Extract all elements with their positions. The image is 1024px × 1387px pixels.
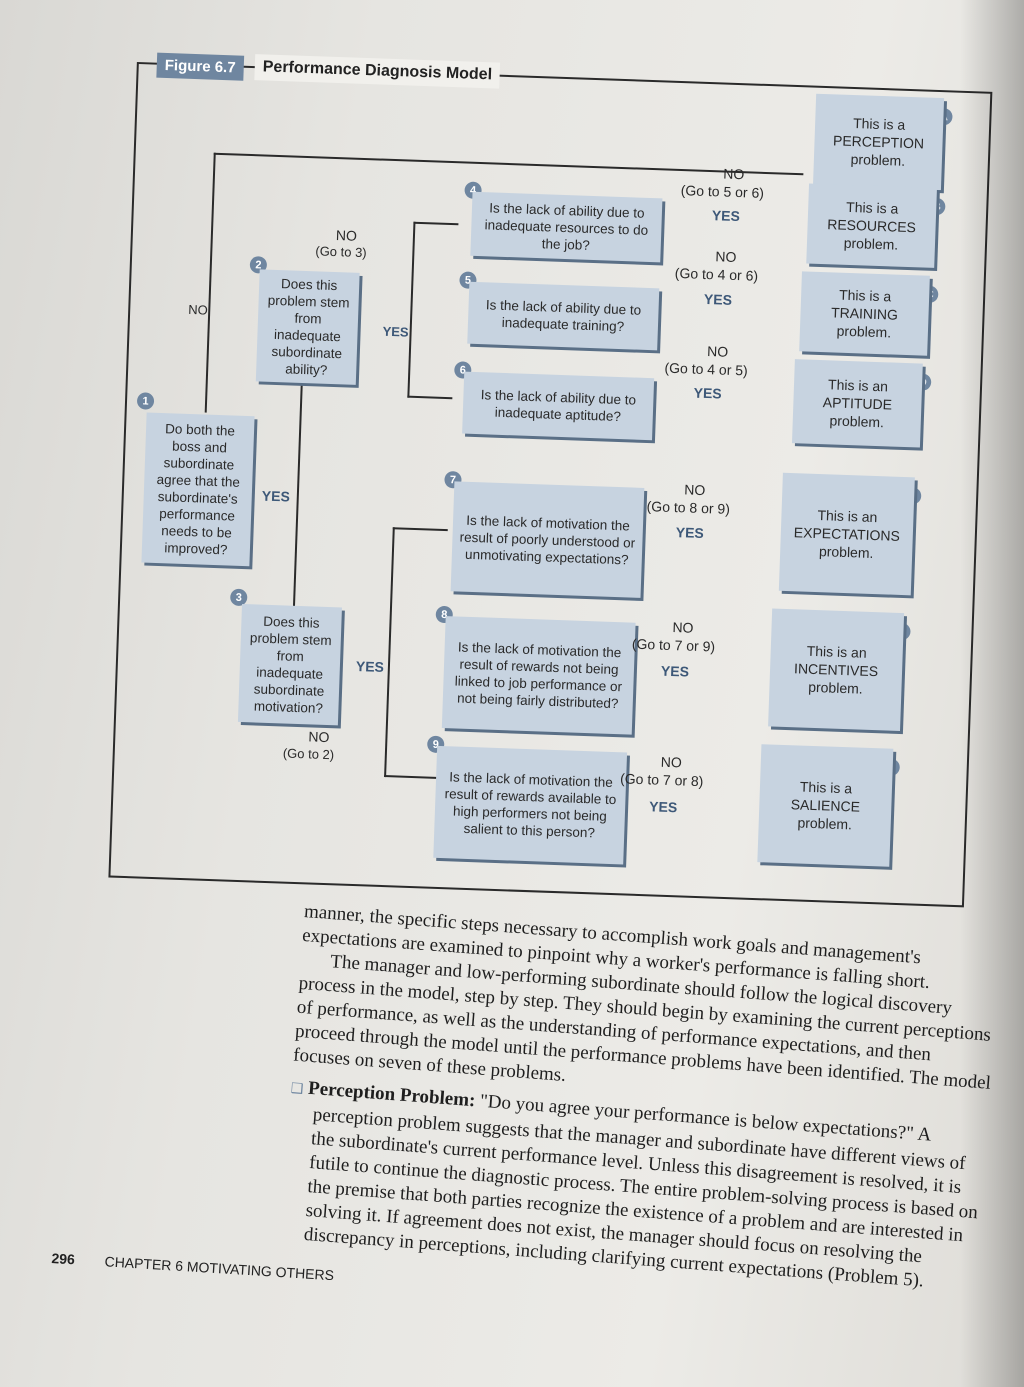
label-go-to-7-or-9: (Go to 7 or 9) xyxy=(631,635,716,655)
question-box-8: Is the lack of motivation the result of … xyxy=(441,616,636,735)
question-box-2: Does this problem stem from inadequate s… xyxy=(255,269,360,385)
result-box-salience: This is a SALIENCE problem. xyxy=(757,744,894,867)
bullet-text: "Do you agree your performance is below … xyxy=(303,1090,979,1292)
label-go-to-4-or-6: (Go to 4 or 6) xyxy=(674,264,759,284)
label-no: NO xyxy=(335,227,358,244)
label-yes: YES xyxy=(693,384,722,402)
label-yes: YES xyxy=(355,657,385,675)
label-go-to-8-or-9: (Go to 8 or 9) xyxy=(646,498,731,517)
result-box-aptitude: This is an APTITUDE problem. xyxy=(791,359,923,448)
question-box-4: Is the lack of ability due to inadequate… xyxy=(470,191,663,263)
question-box-3: Does this problem stem from inadequate s… xyxy=(237,603,342,726)
question-box-6: Is the lack of ability due to inadequate… xyxy=(462,371,655,441)
label-go-to-5-or-6: (Go to 5 or 6) xyxy=(680,182,765,201)
body-text: manner, the specific steps necessary to … xyxy=(279,900,1003,1298)
figure-label: Figure 6.7 xyxy=(156,52,245,81)
result-box-training: This is a TRAINING problem. xyxy=(799,271,930,356)
label-yes: YES xyxy=(261,487,291,505)
result-box-expectations: This is an EXPECTATIONS problem. xyxy=(778,472,915,596)
label-no: NO xyxy=(660,753,683,771)
label-go-to-2: (Go to 2) xyxy=(282,745,335,763)
label-go-to-4-or-5: (Go to 4 or 5) xyxy=(664,359,749,379)
bullet-square-icon: ❑ xyxy=(290,1081,304,1098)
label-no: NO xyxy=(188,301,209,318)
label-no: NO xyxy=(684,481,706,499)
label-no: NO xyxy=(715,248,737,266)
label-yes: YES xyxy=(382,323,409,340)
question-box-9: Is the lack of motivation the result of … xyxy=(433,745,628,865)
label-yes: YES xyxy=(660,662,690,680)
label-no: NO xyxy=(308,728,330,746)
label-go-to-3: (Go to 3) xyxy=(315,243,367,261)
label-no: NO xyxy=(672,619,694,636)
label-no: NO xyxy=(723,165,745,183)
page-footer: 296 CHAPTER 6 MOTIVATING OTHERS xyxy=(51,1250,334,1283)
chapter-running-head: CHAPTER 6 MOTIVATING OTHERS xyxy=(104,1253,335,1284)
performance-diagnosis-figure: Figure 6.7 Performance Diagnosis Model 1… xyxy=(107,30,997,939)
question-box-7: Is the lack of motivation the result of … xyxy=(450,481,645,598)
label-go-to-7-or-8: (Go to 7 or 8) xyxy=(619,770,704,790)
page-number: 296 xyxy=(51,1250,76,1268)
label-yes: YES xyxy=(711,207,741,225)
label-yes: YES xyxy=(648,798,678,816)
result-box-resources: This is a RESOURCES problem. xyxy=(806,183,937,268)
label-yes: YES xyxy=(675,524,705,542)
label-yes: YES xyxy=(703,290,733,308)
label-no: NO xyxy=(706,343,729,360)
question-box-5: Is the lack of ability due to inadequate… xyxy=(467,281,660,351)
result-box-perception: This is a PERCEPTION problem. xyxy=(812,93,945,191)
result-box-incentives: This is an INCENTIVES problem. xyxy=(768,608,905,732)
question-box-1: Do both the boss and subordinate agree t… xyxy=(141,412,255,567)
